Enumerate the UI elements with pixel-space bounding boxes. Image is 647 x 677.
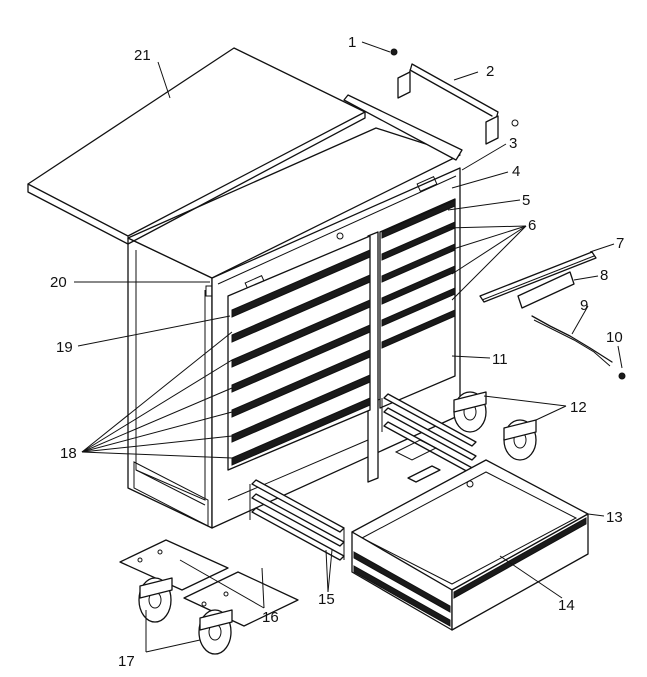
right-drawer-handles	[381, 199, 456, 349]
callout-labels: 1 2 3 4 5 6 7 8 9 10 11 12 13 14 15 16 1…	[50, 34, 624, 670]
pull-handle	[390, 48, 519, 145]
callout-13: 13	[606, 509, 623, 526]
callout-18: 18	[60, 445, 77, 462]
callout-21: 21	[134, 47, 151, 64]
callout-14: 14	[558, 597, 575, 614]
callout-15: 15	[318, 591, 335, 608]
callout-6: 6	[528, 217, 536, 234]
front-casters	[138, 577, 233, 655]
callout-11: 11	[492, 351, 508, 368]
callout-4: 4	[512, 163, 520, 180]
bottom-drawer	[351, 459, 589, 631]
callout-16: 16	[262, 609, 279, 626]
callout-5: 5	[522, 192, 530, 209]
callout-10: 10	[606, 329, 623, 346]
callout-1: 1	[348, 34, 356, 51]
callout-20: 20	[50, 274, 67, 291]
callout-17: 17	[118, 653, 135, 670]
rear-casters	[453, 391, 537, 461]
top-lid	[27, 47, 366, 245]
right-drawer-bank	[379, 198, 456, 409]
callout-9: 9	[580, 297, 588, 314]
callout-2: 2	[486, 63, 494, 80]
callout-12: 12	[570, 399, 587, 416]
callout-7: 7	[616, 235, 624, 252]
drawer-slides-rear	[381, 393, 477, 475]
left-drawer-bank	[227, 235, 371, 471]
loose-parts	[479, 251, 626, 380]
left-drawer-handles	[231, 249, 371, 466]
leader-lines	[74, 41, 623, 653]
callout-3: 3	[509, 135, 517, 152]
caster-mounting-plates	[119, 439, 441, 627]
callout-8: 8	[600, 267, 608, 284]
callout-19: 19	[56, 339, 73, 356]
drawer-slides-front	[249, 479, 345, 561]
